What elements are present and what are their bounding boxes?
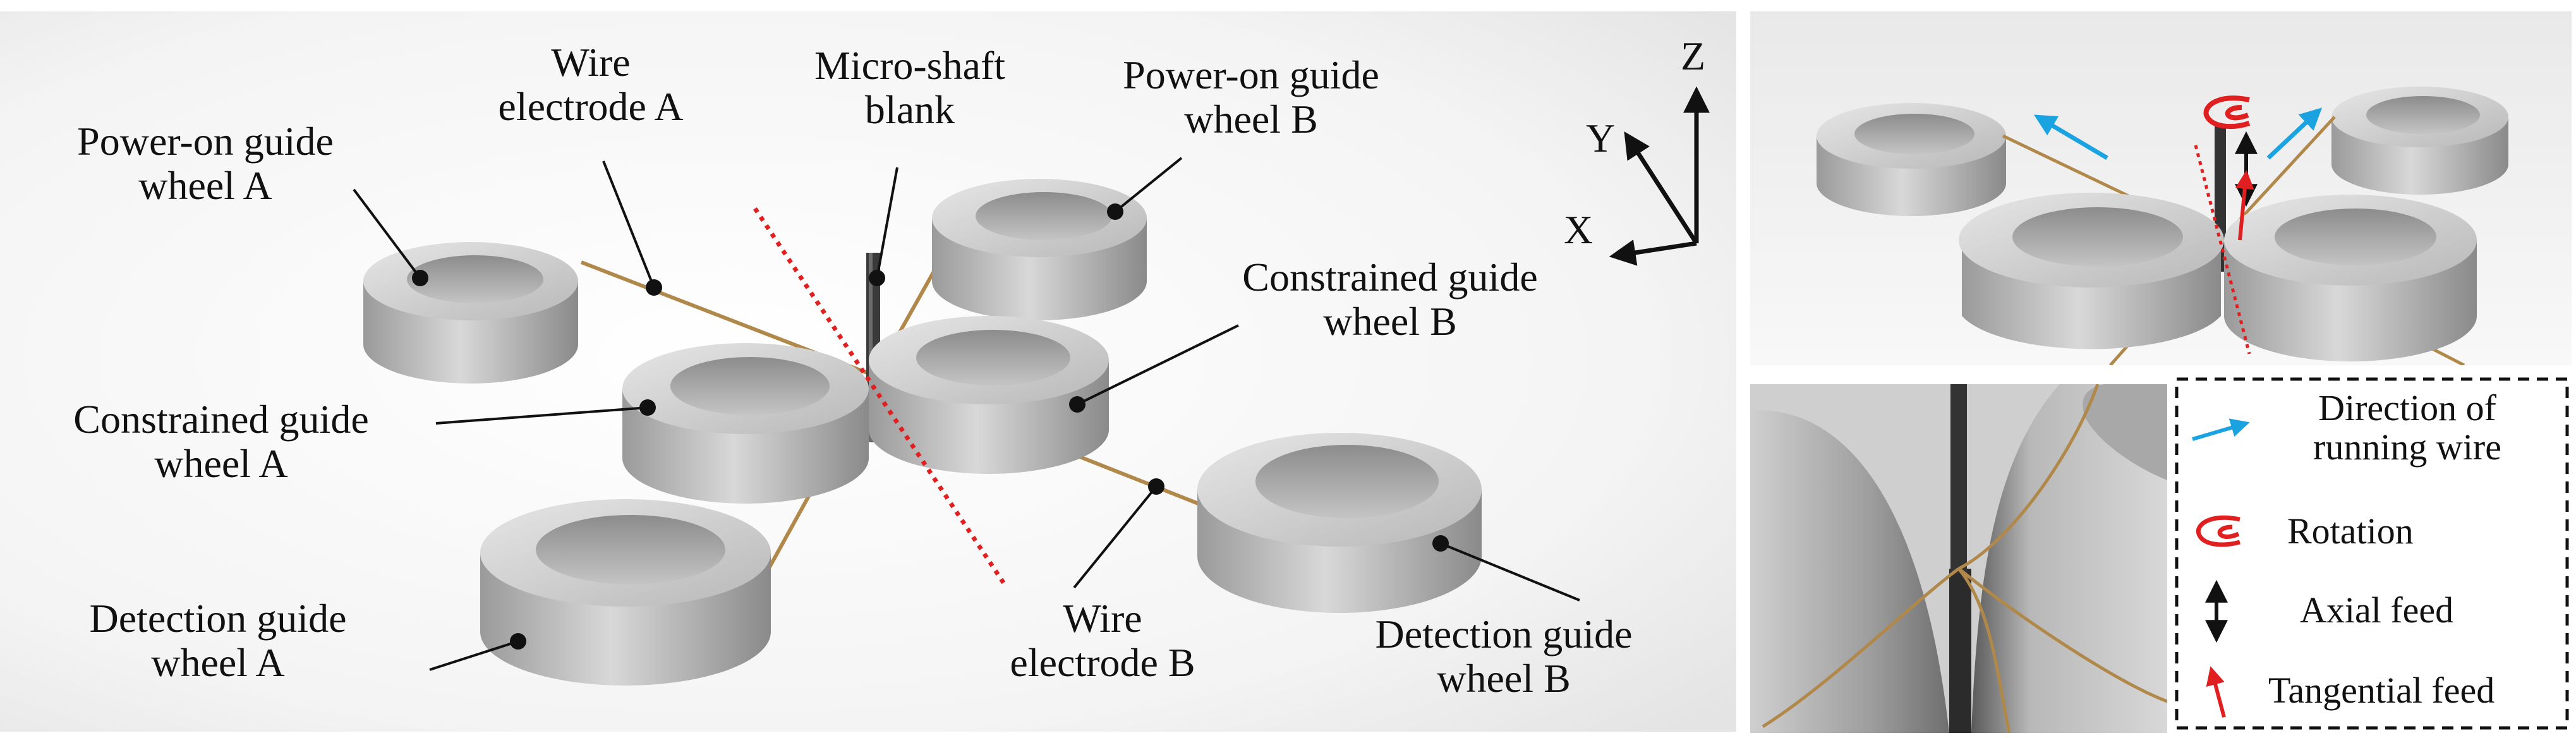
tr-running-wire-arrow-right	[2266, 107, 2323, 160]
axis-x-label: X	[1564, 207, 1593, 252]
leader-lines	[353, 157, 1580, 671]
closeup-panel	[1750, 384, 2167, 733]
detection-guide-wheel-a	[480, 499, 771, 686]
constrained-guide-wheel-a	[622, 343, 869, 504]
legend-axial-feed-label: Axial feed	[2300, 590, 2453, 631]
tr-rotation-icon	[2203, 95, 2251, 130]
legend-running-wire-icon	[2192, 418, 2250, 441]
tr-wheel-right-back	[2331, 87, 2508, 195]
tr-tangential-feed-arrow	[2235, 170, 2254, 241]
closeup-wires	[1762, 384, 2167, 733]
legend-rotation-label: Rotation	[2287, 511, 2414, 552]
axis-z-label: Z	[1681, 33, 1705, 78]
legend-tangential-feed-label: Tangential feed	[2268, 670, 2494, 711]
tr-center-line	[2194, 145, 2251, 354]
power-on-guide-wheel-a	[363, 242, 578, 384]
legend-rotation-icon	[2196, 515, 2240, 547]
tr-wheel-right-front	[2224, 195, 2477, 361]
detection-guide-wheel-b	[1197, 433, 1482, 613]
leader-dots	[412, 203, 1449, 650]
constrained-guide-wheel-b	[869, 316, 1109, 474]
tr-wheel-left-back	[1817, 103, 2006, 216]
coordinate-axes	[1609, 86, 1710, 266]
closeup-micro-shaft	[1950, 384, 1967, 574]
top-right-panel	[1750, 11, 2572, 365]
power-on-guide-wheel-b	[932, 179, 1147, 320]
feed-center-line	[753, 207, 1007, 586]
axis-labels: Z Y X	[1564, 33, 1705, 252]
tr-running-wire-arrow-left	[2033, 114, 2108, 160]
legend-tangential-feed-icon	[2206, 666, 2226, 718]
axis-y-label: Y	[1586, 116, 1615, 160]
tr-wheel-left-front	[1959, 193, 2224, 349]
